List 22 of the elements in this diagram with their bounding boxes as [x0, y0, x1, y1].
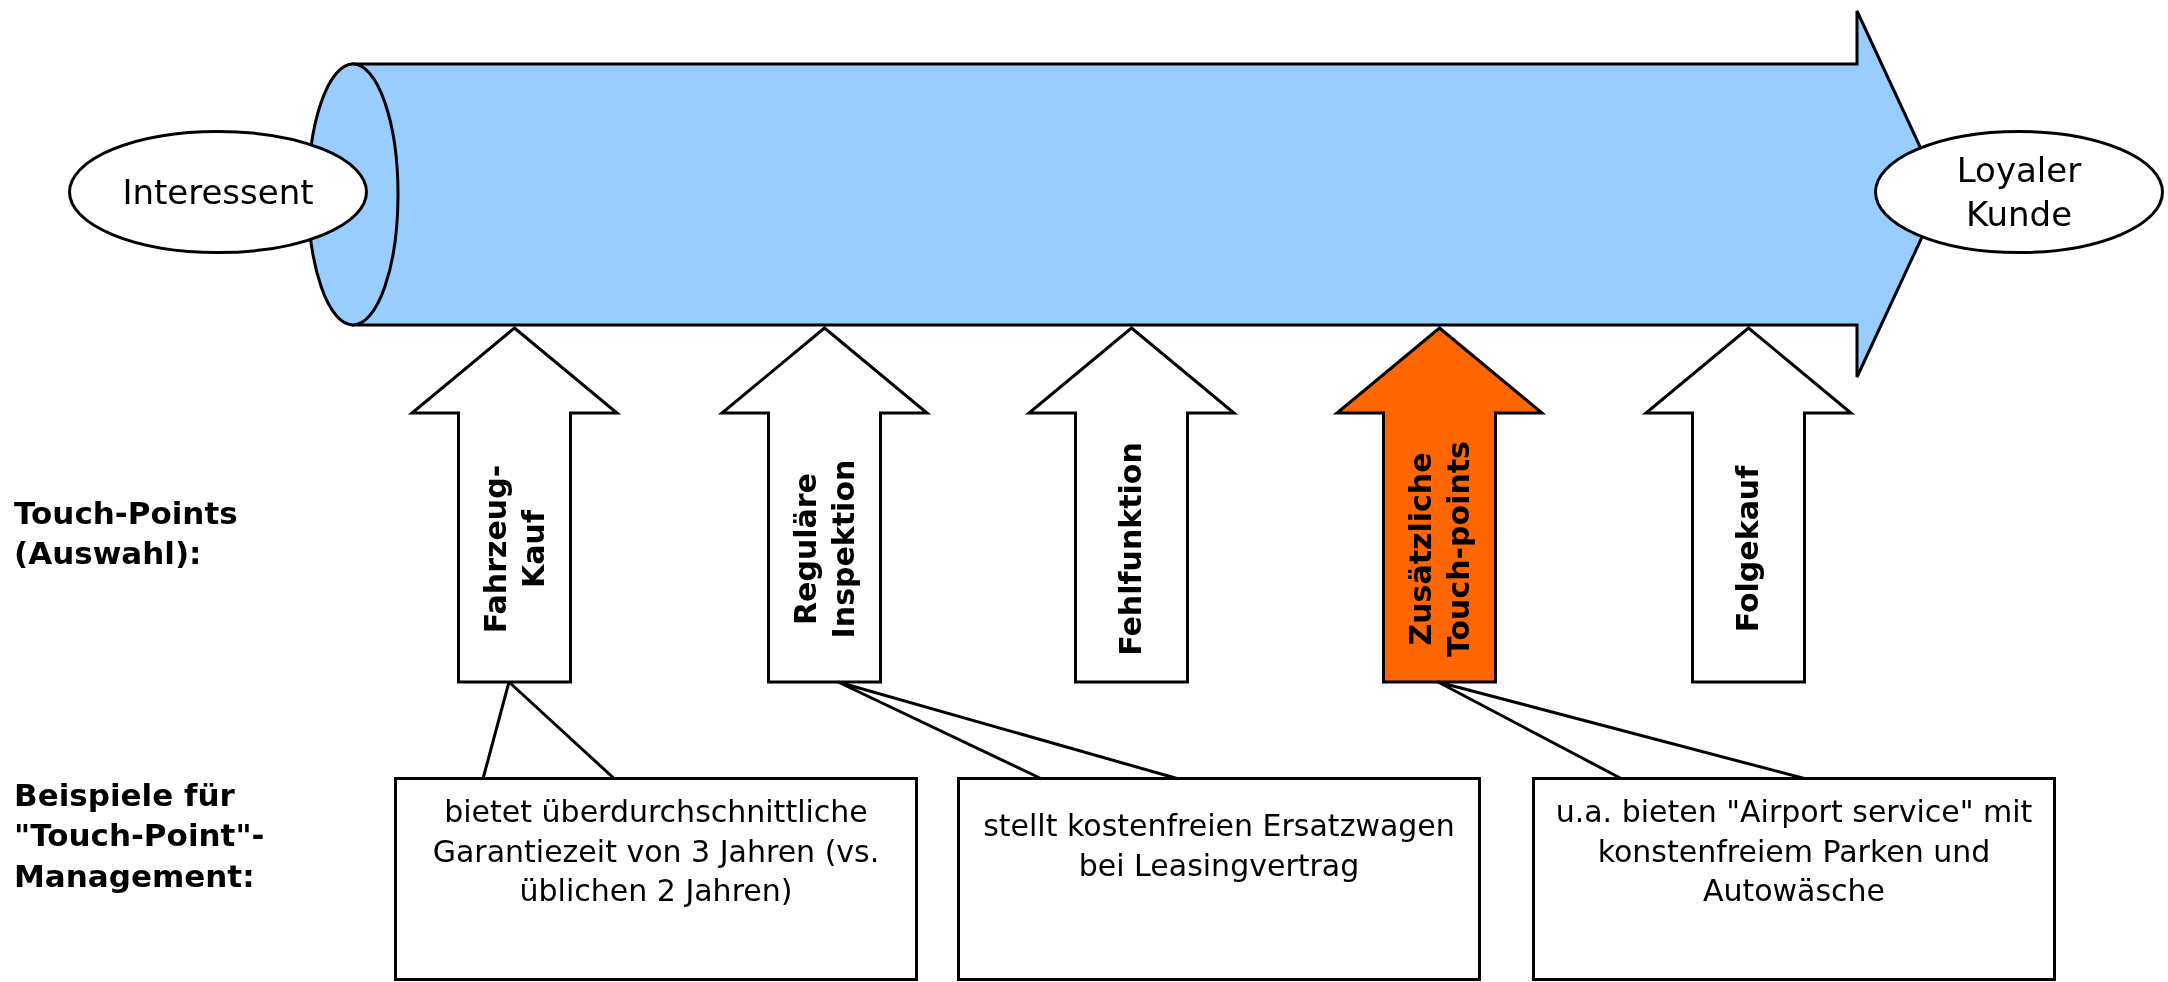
arrow-label: Reguläre Inspektion [786, 458, 861, 640]
arrow-label: Fehlfunktion [1112, 440, 1150, 658]
node-label: Loyaler Kunde [1955, 148, 2083, 236]
callout-box [394, 777, 918, 981]
block-arrow [1334, 326, 1544, 684]
ellipse-node [1874, 130, 2164, 254]
callout-text: bietet überdurchschnittliche Garantiezeit von 3 Jahren (vs. üblichen 2 Jahren) [431, 793, 881, 911]
block-arrow [1026, 326, 1236, 684]
block-arrow [1643, 326, 1853, 684]
callout-text: u.a. bieten "Airport service" mit konstenfreiem Parken und Autowäsche [1554, 793, 2034, 911]
row-label: Touch-Points (Auswahl): [14, 494, 239, 574]
arrow-label: Zusätzliche Touch-points [1401, 439, 1476, 659]
row-label: Beispiele für "Touch-Point"-Management: [14, 776, 266, 896]
block-arrow [719, 326, 929, 684]
ellipse-node [68, 130, 368, 254]
arrow-label: Fahrzeug-Kauf [476, 463, 551, 635]
callout-box [957, 777, 1481, 981]
callout-box [1532, 777, 2056, 981]
node-label: Interessent [122, 170, 314, 214]
arrow-label: Folgekauf [1729, 464, 1767, 634]
callout-text: stellt kostenfreien Ersatzwagen bei Leasingvertrag [982, 807, 1456, 885]
block-arrow [409, 326, 619, 684]
